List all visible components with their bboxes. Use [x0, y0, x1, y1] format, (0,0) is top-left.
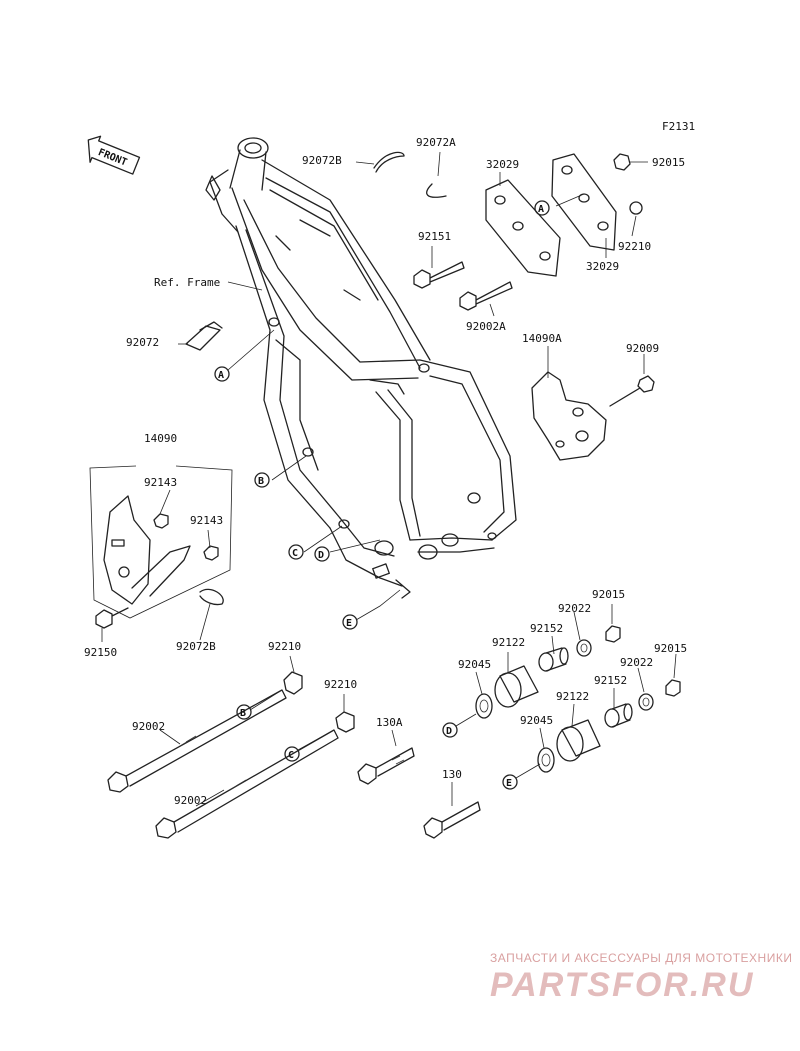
frame-drawing: [205, 137, 517, 599]
bolt-92002-b: [107, 671, 303, 793]
part-label: 14090A: [522, 332, 562, 345]
callout-marker: C: [284, 746, 300, 762]
svg-text:E: E: [346, 618, 352, 629]
bolt-130A: [357, 747, 415, 785]
part-label: 92045: [520, 714, 553, 727]
part-label: 92152: [594, 674, 627, 687]
callout-marker: A: [214, 366, 230, 382]
svg-text:B: B: [258, 476, 264, 487]
part-label: 92022: [620, 656, 653, 669]
callout-marker: B: [236, 704, 252, 720]
bushing-stack-d: [475, 625, 621, 719]
watermark-logo: PARTSFOR.RU: [490, 966, 754, 1004]
part-label: 92143: [144, 476, 177, 489]
circlip-icon: [373, 151, 447, 198]
clamp-92072: [185, 321, 223, 351]
part-label: 130: [442, 768, 462, 781]
part-label: 92143: [190, 514, 223, 527]
svg-text:D: D: [446, 726, 452, 737]
part-label: 92072: [126, 336, 159, 349]
figure-code: F2131: [662, 120, 695, 133]
part-label: 92002: [174, 794, 207, 807]
bolt-92002-c: [155, 711, 355, 839]
callout-marker: A: [534, 200, 550, 216]
guard-14090A: [531, 371, 655, 461]
part-label: 92210: [618, 240, 651, 253]
part-label: 92015: [652, 156, 685, 169]
part-label: 130A: [376, 716, 403, 729]
part-label: 92210: [324, 678, 357, 691]
part-label: 92002A: [466, 320, 506, 333]
callout-marker: E: [342, 614, 358, 630]
ref-frame-label: Ref. Frame: [154, 276, 220, 289]
callout-marker: B: [254, 472, 270, 488]
part-label: 92122: [492, 636, 525, 649]
part-label: 92152: [530, 622, 563, 635]
leader-lines: [101, 151, 677, 807]
part-label: 14090: [144, 432, 177, 445]
part-label: 92022: [558, 602, 591, 615]
svg-text:E: E: [506, 778, 512, 789]
watermark-tagline: ЗАПЧАСТИ И АКСЕССУАРЫ ДЛЯ МОТОТЕХНИКИ: [490, 951, 792, 965]
part-label: 92210: [268, 640, 301, 653]
callout-marker: D: [442, 722, 458, 738]
part-label: 92122: [556, 690, 589, 703]
part-label: 32029: [586, 260, 619, 273]
guard-14090-assembly: [89, 465, 233, 629]
svg-text:C: C: [292, 548, 298, 559]
svg-text:B: B: [240, 708, 246, 719]
callout-marker: E: [502, 774, 518, 790]
part-label: 92015: [654, 642, 687, 655]
part-label: 92072B: [302, 154, 342, 167]
svg-text:D: D: [318, 550, 324, 561]
part-label: 92009: [626, 342, 659, 355]
bolt-130: [423, 801, 481, 839]
engine-mount-brackets: [413, 153, 643, 311]
part-label: 92045: [458, 658, 491, 671]
part-label: 92015: [592, 588, 625, 601]
callout-marker: C: [288, 544, 304, 560]
bushing-stack-e: [537, 679, 681, 773]
svg-text:A: A: [538, 204, 544, 215]
part-label: 32029: [486, 158, 519, 171]
callout-marker: D: [314, 546, 330, 562]
svg-text:A: A: [218, 370, 224, 381]
part-label: 92150: [84, 646, 117, 659]
part-label: 92072A: [416, 136, 456, 149]
front-arrow-icon: FRONT: [87, 135, 141, 175]
svg-text:C: C: [288, 750, 294, 761]
part-label: 92002: [132, 720, 165, 733]
part-label: 92151: [418, 230, 451, 243]
part-label: 92072B: [176, 640, 216, 653]
